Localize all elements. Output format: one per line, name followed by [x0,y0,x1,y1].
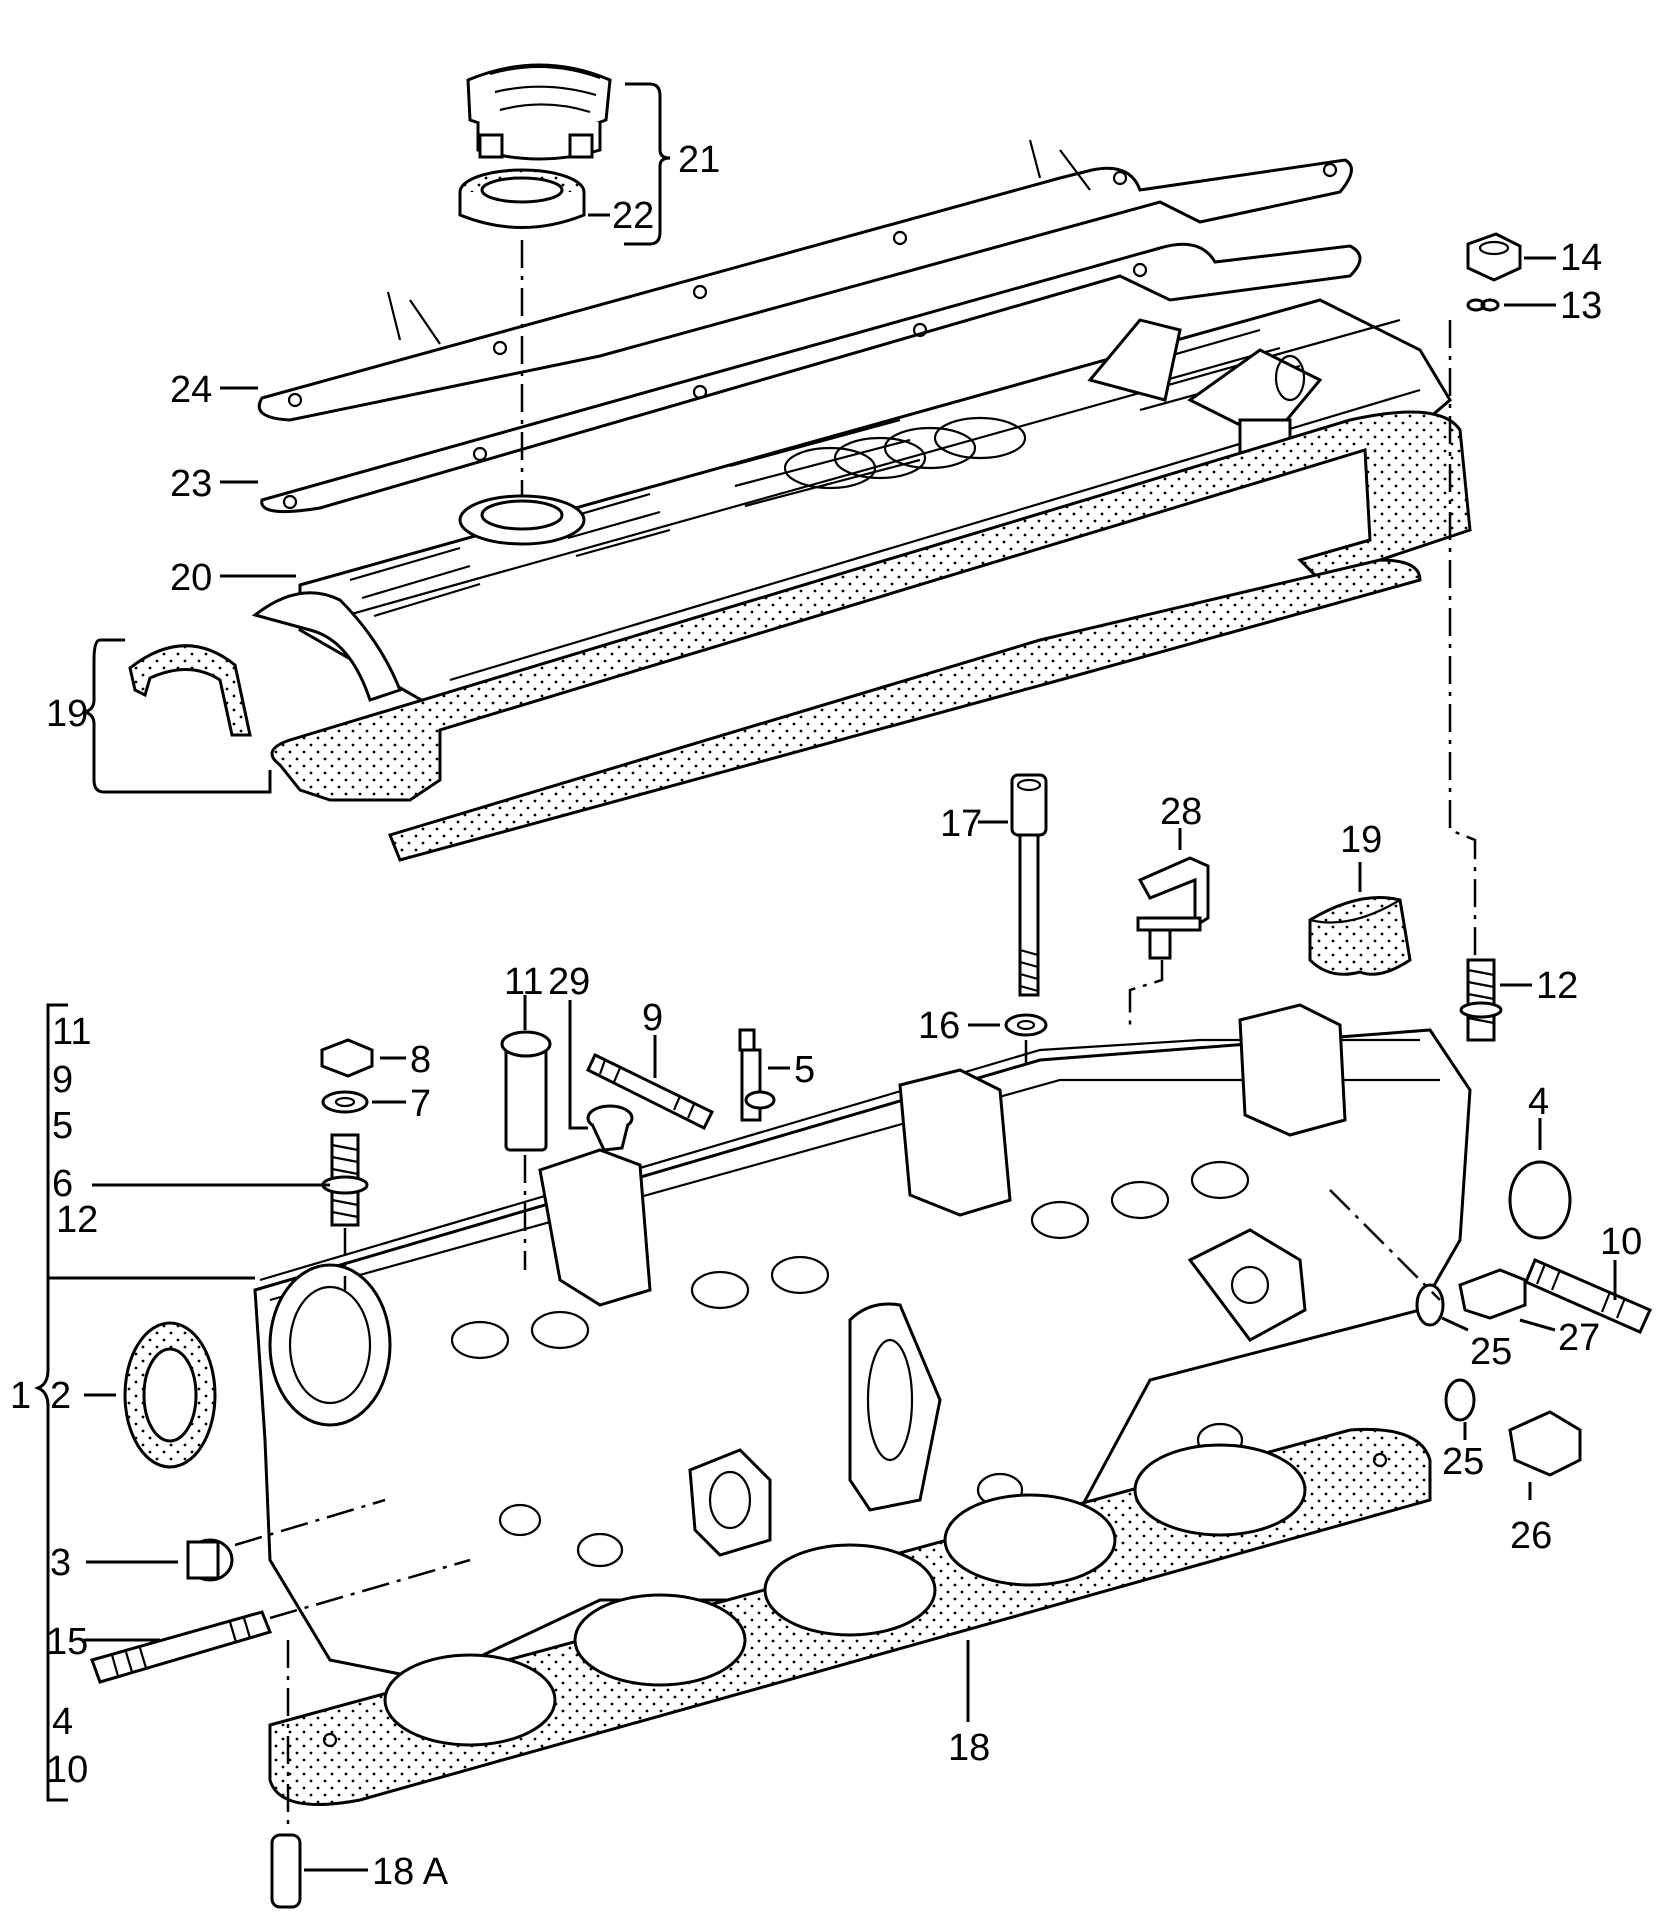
group-list-item: 11 [52,1011,91,1053]
callout-8: 8 [410,1039,431,1081]
valve-cover-icon [251,298,1452,712]
callout-19-left: 19 [46,693,88,735]
washer-25a-icon [1415,1283,1445,1327]
stud-15-icon [90,1610,273,1684]
callout-19-right: 19 [1340,819,1382,861]
valve-5-icon [738,1028,776,1122]
group-list-item: 10 [46,1749,88,1791]
callout-25-a: 25 [1470,1331,1512,1373]
washer-16-icon [1004,1013,1048,1037]
callout-7: 7 [410,1083,431,1125]
callout-11: 11 [504,961,543,1003]
group-list-item: 9 [52,1059,73,1101]
callout-5: 5 [794,1049,815,1091]
bracket-19-left [83,638,130,794]
cap-4-icon [1508,1160,1572,1240]
head-gasket-icon [268,1427,1432,1806]
group-list-item: 5 [52,1105,73,1147]
callout-25-b: 25 [1442,1441,1484,1483]
stud-10-icon [1524,1258,1652,1334]
valve-guide-11-icon [500,1030,552,1152]
plug-3-icon [186,1538,234,1582]
valve-cover-base-gasket [270,410,1472,802]
seal-cap-19-icon [1308,896,1412,976]
callout-2: 2 [50,1375,71,1417]
callout-16: 16 [918,1005,960,1047]
callout-22: 22 [612,195,654,237]
callout-24: 24 [170,369,212,411]
callout-18a: 18 A [372,1851,449,1893]
washer-25b-icon [1444,1378,1476,1422]
callout-18: 18 [948,1727,990,1769]
seal-ring-icon [458,168,586,229]
washer-7-icon [321,1090,369,1114]
bracket-21-22 [624,82,671,246]
callout-27: 27 [1558,1317,1600,1359]
callout-21: 21 [678,139,720,181]
group-list-item: 6 [52,1163,73,1205]
plug-26-icon [1508,1410,1582,1477]
callout-26: 26 [1510,1515,1552,1557]
group-bracket-1 [33,1003,68,1802]
callout-17: 17 [940,803,982,845]
callout-9: 9 [642,997,663,1039]
callout-20: 20 [170,557,212,599]
hex-nut-8-icon [320,1038,374,1078]
callout-28: 28 [1160,791,1202,833]
stud-icon [1459,958,1503,1042]
callout-29: 29 [548,961,590,1003]
group-list-item: 12 [56,1199,98,1241]
callout-15: 15 [46,1621,88,1663]
bracket-28-icon [1136,856,1210,960]
plug-27-icon [1458,1268,1527,1320]
callout-13: 13 [1560,285,1602,327]
hex-nut-icon [1466,232,1522,282]
stud-9-icon [586,1052,715,1131]
seal-ring-2-icon [123,1321,217,1469]
cylinder-head-icon [253,1003,1472,1682]
valve-cover-gasket-23 [260,242,1362,514]
washer-icon [1466,298,1500,312]
callout-1: 1 [10,1375,31,1417]
valve-cover-gasket-24 [257,139,1353,422]
callout-3: 3 [50,1542,71,1584]
bolt-icon [1010,773,1048,997]
callout-4: 4 [1528,1081,1549,1123]
dowel-18a-icon [270,1833,302,1909]
callout-12: 12 [1536,965,1578,1007]
group-list-item: 4 [52,1701,73,1743]
stud-6-icon [321,1133,369,1227]
callout-23: 23 [170,463,212,505]
plug-29-icon [586,1104,634,1152]
oil-filler-cap-icon [466,63,612,161]
callout-14: 14 [1560,237,1602,279]
callout-10: 10 [1600,1221,1642,1263]
